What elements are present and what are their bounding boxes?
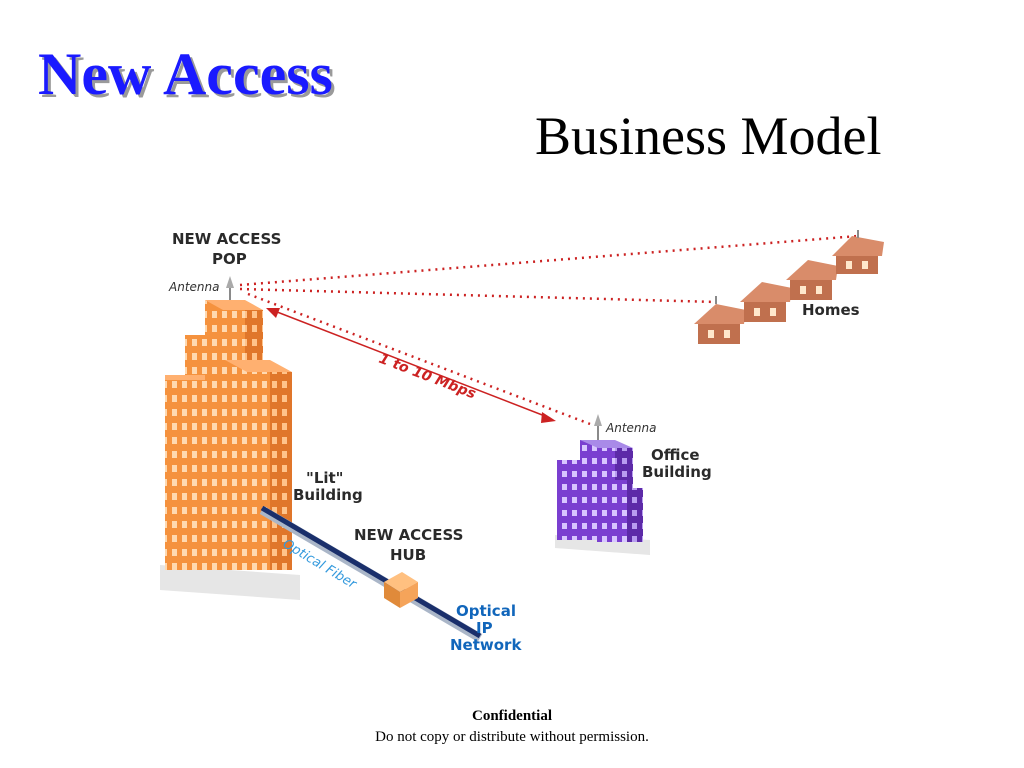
home-2 (740, 282, 792, 322)
hub-label-line2: HUB (390, 546, 426, 564)
footer-notice: Do not copy or distribute without permis… (375, 729, 649, 745)
hub-box (384, 572, 418, 608)
signal-line-to-office (247, 292, 591, 426)
hub-label-line1: NEW ACCESS (354, 526, 463, 544)
home-4 (832, 236, 884, 274)
slide-subtitle: Business Model (535, 106, 882, 166)
wireless-links (239, 234, 859, 426)
office-building (555, 414, 650, 555)
homes-group (694, 230, 884, 344)
network-label-line3: Network (450, 636, 522, 654)
homes-label: Homes (802, 301, 860, 319)
office-label-line2: Building (642, 463, 712, 481)
lit-label-line1: "Lit" (306, 469, 344, 487)
footer-confidential: Confidential (471, 708, 552, 724)
lit-label-line2: Building (293, 486, 363, 504)
pop-antenna-label: Antenna (168, 280, 219, 294)
slide-title: New Access (38, 41, 333, 107)
signal-line-to-far-home (239, 234, 859, 287)
home-1 (694, 304, 746, 344)
lit-building (160, 276, 300, 600)
network-label-line1: Optical (456, 602, 516, 620)
rate-arrow-line (271, 309, 551, 419)
pop-label-line2: POP (212, 250, 247, 268)
rate-label: 1 to 10 Mbps (377, 351, 478, 403)
network-label-line2: IP (476, 619, 493, 637)
home-3 (786, 260, 838, 300)
signal-line-to-near-home (239, 287, 717, 304)
optical-fiber (259, 505, 483, 642)
pop-label-line1: NEW ACCESS (172, 230, 281, 248)
rate-arrow-head-end (541, 412, 556, 423)
rate-arrow-head-start (266, 308, 280, 318)
office-label-line1: Office (651, 446, 700, 464)
office-antenna-label: Antenna (605, 421, 656, 435)
